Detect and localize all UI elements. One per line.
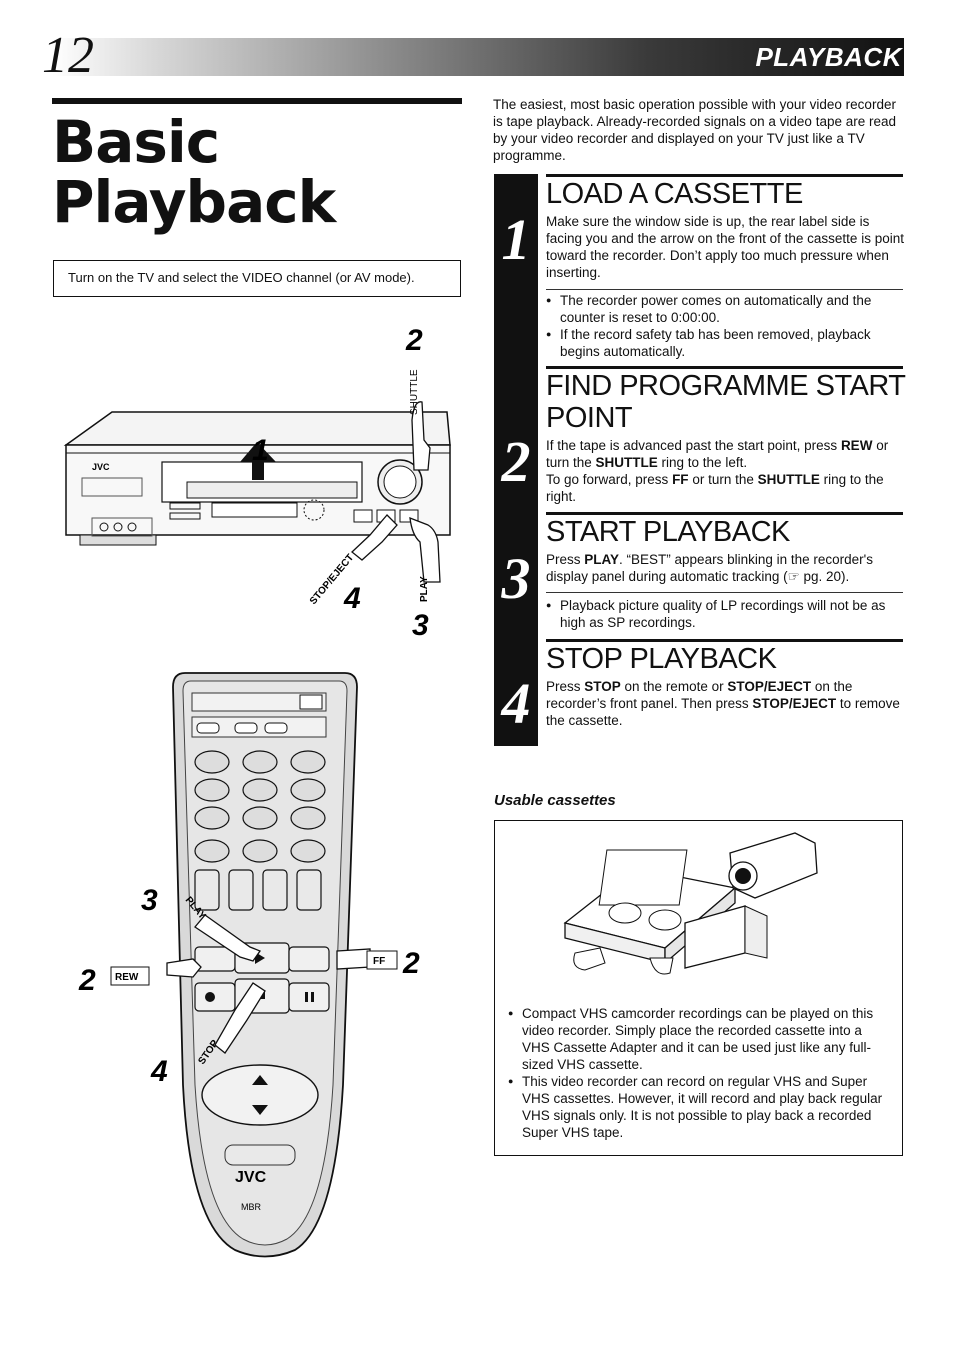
usable-bullet: This video recorder can record on regula… [508, 1073, 893, 1141]
shuttle-keyword: SHUTTLE [757, 472, 820, 487]
remote-callout-4: 4 [150, 1055, 168, 1088]
step-number-1: 1 [501, 207, 531, 272]
vcr-illustration: JVC SHUTTLE STOP/EJECT PLAY 1 2 3 4 [63, 324, 451, 642]
stop-eject-keyword: STOP/EJECT [727, 679, 812, 694]
step-2-text: If the tape is advanced past the start p… [546, 438, 841, 453]
step-4-text: on the recorder’s front panel. Then pres… [546, 679, 853, 711]
remote-rew-label: REW [115, 972, 139, 983]
remote-illustration: JVC MBR REW FF PLAY STOP 3 2 2 4 [78, 672, 420, 1258]
step-number-4: 4 [501, 671, 531, 736]
vcr-callout-4: 4 [343, 582, 361, 615]
step-2-text: ring to the left. [657, 455, 748, 470]
page-title-line1: Basic [52, 108, 220, 176]
step-1-divider [546, 289, 903, 290]
step-4-rule [546, 639, 903, 642]
step-1-body: Make sure the window side is up, the rea… [546, 214, 904, 280]
shuttle-keyword: SHUTTLE [595, 455, 658, 470]
step-1-heading: LOAD A CASSETTE [546, 178, 803, 210]
step-3-body: Press PLAY. “BEST” appears blinking in t… [546, 551, 904, 585]
step-1-rule [546, 174, 903, 177]
step-number-2: 2 [501, 429, 531, 494]
vcr-play-label: PLAY [419, 576, 430, 602]
remote-callout-2-left: 2 [78, 964, 96, 997]
step-2-text: or turn the [688, 472, 758, 487]
title-rule [52, 98, 462, 104]
ff-keyword: FF [672, 472, 689, 487]
page-title: Basic Playback [52, 108, 336, 236]
step-2-text: To go forward, press [546, 472, 673, 487]
rew-keyword: REW [840, 438, 873, 453]
step-3-text: . “BEST” appears blinking in the recorde… [546, 552, 873, 584]
step-1-bullet: The recorder power comes on automaticall… [546, 292, 904, 326]
step-3-bullets: Playback picture quality of LP recording… [546, 597, 904, 631]
step-3-rule [546, 512, 903, 515]
stop-keyword: STOP [584, 679, 621, 694]
usable-bullet: Compact VHS camcorder recordings can be … [508, 1005, 893, 1073]
step-4-heading: STOP PLAYBACK [546, 643, 777, 675]
usable-cassettes-list: Compact VHS camcorder recordings can be … [508, 1005, 893, 1141]
remote-callout-2-right: 2 [402, 947, 420, 980]
step-2-text: or turn the [546, 438, 889, 470]
usable-cassettes-box [494, 820, 903, 1156]
vcr-callout-3: 3 [412, 609, 429, 642]
section-title: PLAYBACK [755, 42, 902, 72]
cassette-adapter-illustration [563, 832, 818, 975]
step-4-text: to remove the cassette. [546, 696, 900, 728]
header-bar [52, 38, 904, 76]
remote-brand: JVC [235, 1169, 267, 1186]
step-2-heading: FIND PROGRAMME START POINT [546, 370, 905, 434]
step-2-text: ring to the right. [546, 472, 884, 504]
remote-ff-label: FF [373, 956, 385, 967]
step-2-rule [546, 366, 903, 369]
step-1-bullet: If the record safety tab has been remove… [546, 326, 904, 360]
step-number-3: 3 [501, 546, 531, 611]
step-3-text: Press [546, 552, 585, 567]
step-3-divider [546, 592, 903, 593]
vcr-callout-1: 1 [252, 434, 269, 467]
step-3-heading: START PLAYBACK [546, 516, 790, 548]
remote-callout-3: 3 [141, 884, 158, 917]
vcr-callout-2: 2 [405, 324, 423, 357]
step-4-text: Press [546, 679, 585, 694]
vcr-brand: JVC [92, 462, 110, 472]
intro-text: The easiest, most basic operation possib… [493, 97, 896, 163]
step-4-body: Press STOP on the remote or STOP/EJECT o… [546, 678, 904, 729]
play-keyword: PLAY [584, 552, 620, 567]
usable-cassettes-title: Usable cassettes [494, 792, 616, 809]
remote-logo-text: MBR [241, 1202, 262, 1212]
step-2-body: If the tape is advanced past the start p… [546, 437, 904, 505]
step-4-text: on the remote or [620, 679, 728, 694]
step-3-bullet: Playback picture quality of LP recording… [546, 597, 904, 631]
page-title-line2: Playback [52, 168, 336, 236]
note-box: Turn on the TV and select the VIDEO chan… [53, 260, 461, 297]
vcr-shuttle-label: SHUTTLE [409, 369, 420, 415]
step-number-column: 1 2 3 4 [494, 174, 538, 746]
page-number: 12 [42, 27, 94, 84]
stop-eject-keyword: STOP/EJECT [752, 696, 837, 711]
step-1-bullets: The recorder power comes on automaticall… [546, 292, 904, 360]
